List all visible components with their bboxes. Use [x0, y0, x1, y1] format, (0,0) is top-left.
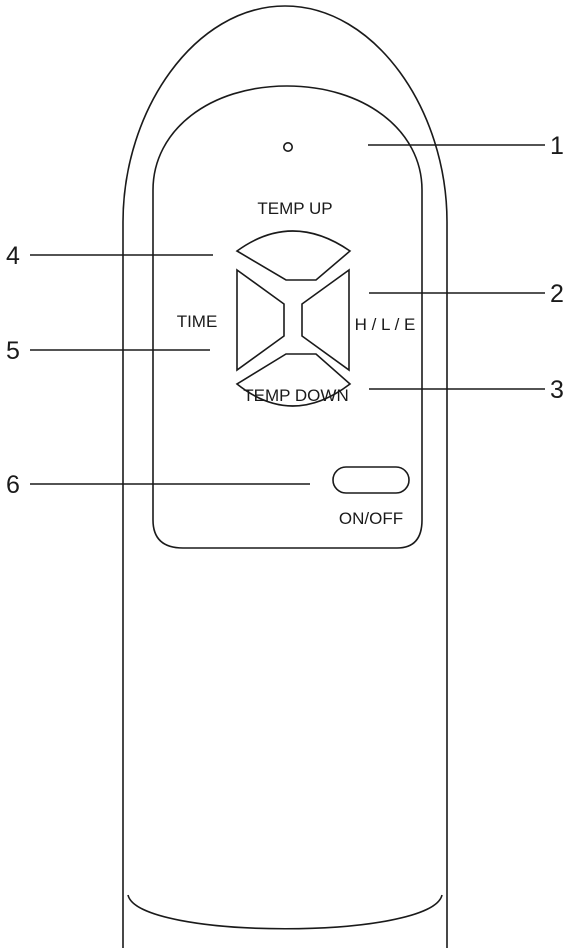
control-panel-outline: [152, 190, 423, 549]
temp-down-button[interactable]: [235, 353, 352, 407]
hle-label: H / L / E: [355, 315, 416, 334]
time-button[interactable]: [236, 268, 285, 372]
remote-body-outline: [122, 5, 448, 948]
remote-bottom-edge: [127, 894, 443, 930]
callout-2-number: 2: [550, 280, 564, 308]
temp-up-button[interactable]: [235, 230, 352, 281]
callout-1-number: 1: [550, 132, 564, 160]
inner-arch-outline: [152, 85, 423, 191]
time-label: TIME: [177, 312, 218, 331]
on-off-label: ON/OFF: [339, 509, 403, 528]
hle-button[interactable]: [301, 268, 350, 372]
temp-up-label: TEMP UP: [257, 199, 332, 218]
led-indicator: [282, 142, 293, 153]
callout-3-number: 3: [550, 376, 564, 404]
callout-6-number: 6: [6, 471, 20, 499]
on-off-button[interactable]: [332, 466, 410, 494]
callout-5-number: 5: [6, 337, 20, 365]
callout-4-number: 4: [6, 242, 20, 270]
temp-down-label: TEMP DOWN: [243, 386, 348, 405]
